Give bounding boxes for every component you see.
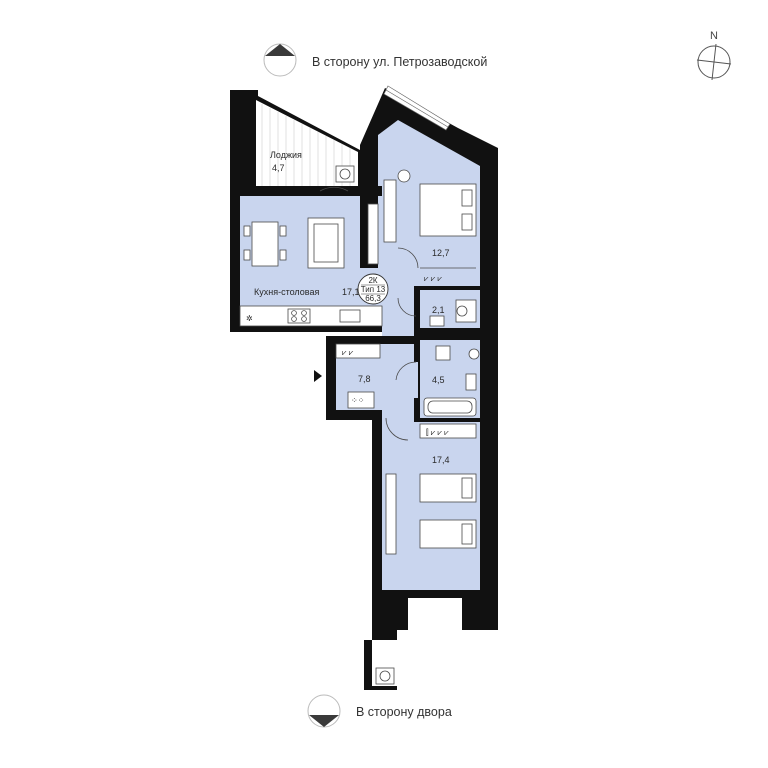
bathroom-fixtures	[423, 345, 480, 417]
room-labels: Лоджия 4,7 Кухня-столовая 17,1 12,7 2,1 …	[254, 150, 450, 465]
direction-top-label: В сторону ул. Петрозаводской	[312, 55, 487, 69]
compass-north-label: N	[710, 30, 718, 42]
hall-area: 7,8	[358, 374, 371, 384]
desk-icon	[385, 473, 397, 555]
direction-top-icon-wedge	[265, 44, 295, 56]
kitchen-area: 17,1	[342, 287, 360, 297]
bedroom1-furniture: ⩗ ⩗ ⩗	[383, 169, 477, 283]
loggia-pattern	[261, 104, 351, 186]
wc-area: 2,1	[432, 305, 445, 315]
entrance-arrow-icon	[314, 370, 322, 382]
direction-bottom-label: В сторону двора	[356, 705, 452, 719]
apartment-code: 2К	[368, 276, 377, 285]
apartment-type: Тип 13	[361, 285, 386, 294]
wardrobe-icon	[383, 179, 397, 243]
armchair-icon	[397, 169, 411, 183]
hanger-icons-hall: ⩗ ⩗	[342, 348, 354, 357]
interior-walls	[240, 150, 484, 422]
shoe-rack-icon	[347, 391, 375, 409]
direction-bottom-indicator: В сторону двора	[307, 694, 452, 728]
direction-top-indicator: В сторону ул. Петрозаводской	[263, 43, 487, 77]
apartment-badge-circle	[357, 273, 389, 305]
bathroom-area: 4,5	[432, 375, 445, 385]
hall-closet	[335, 343, 381, 359]
stove-icon	[287, 308, 311, 324]
doors	[319, 186, 419, 441]
bath-toilet-icon	[435, 345, 451, 361]
fridge-snowflake-icon: ✲	[246, 314, 253, 323]
fan-icon-bottom	[379, 670, 391, 682]
direction-bottom-icon-wedge	[309, 715, 339, 727]
svg-text:⁘⁘: ⁘⁘	[351, 396, 364, 405]
wc-fixtures	[429, 299, 477, 327]
bedroom2-furniture: ⫿ ⩗ ⩗ ⩗	[385, 423, 477, 555]
apartment-badge: 2К Тип 13 66,3	[357, 273, 389, 305]
kitchen-sink-icon	[339, 309, 361, 323]
kitchen-cabinet	[367, 203, 379, 265]
loggia-name: Лоджия	[270, 150, 302, 160]
bedroom2-closet	[419, 423, 477, 439]
washing-machine-icon	[468, 348, 480, 360]
wc-sink-icon	[429, 315, 445, 327]
bedroom2-floor	[382, 418, 480, 590]
kitchen-furniture: ✲	[239, 203, 383, 327]
ac-unit-loggia	[335, 165, 355, 183]
bedroom1-window	[383, 85, 451, 131]
bedroom1-area: 12,7	[432, 248, 450, 258]
toilet-icon	[455, 299, 477, 323]
hanger-icons-bedroom2: ⫿ ⩗ ⩗ ⩗	[426, 428, 449, 437]
bedroom2-area: 17,4	[432, 455, 450, 465]
hall-fixtures: ⩗ ⩗ ⁘⁘	[335, 343, 381, 409]
kitchen-worktop	[239, 305, 383, 327]
bathtub-icon	[423, 397, 477, 417]
fan-icon	[339, 168, 351, 180]
loggia-floor	[256, 100, 358, 186]
bath-sink-icon	[465, 373, 477, 391]
hanger-icons-bedroom1: ⩗ ⩗ ⩗	[424, 274, 442, 283]
compass: N	[696, 30, 732, 81]
dining-table-icon	[251, 221, 279, 267]
apartment-area: 66,3	[365, 294, 381, 303]
bedroom2-window-niche	[408, 598, 462, 610]
loggia-area: 4,7	[272, 163, 285, 173]
ac-unit-bottom	[375, 667, 395, 685]
kitchen-name: Кухня-столовая	[254, 287, 319, 297]
